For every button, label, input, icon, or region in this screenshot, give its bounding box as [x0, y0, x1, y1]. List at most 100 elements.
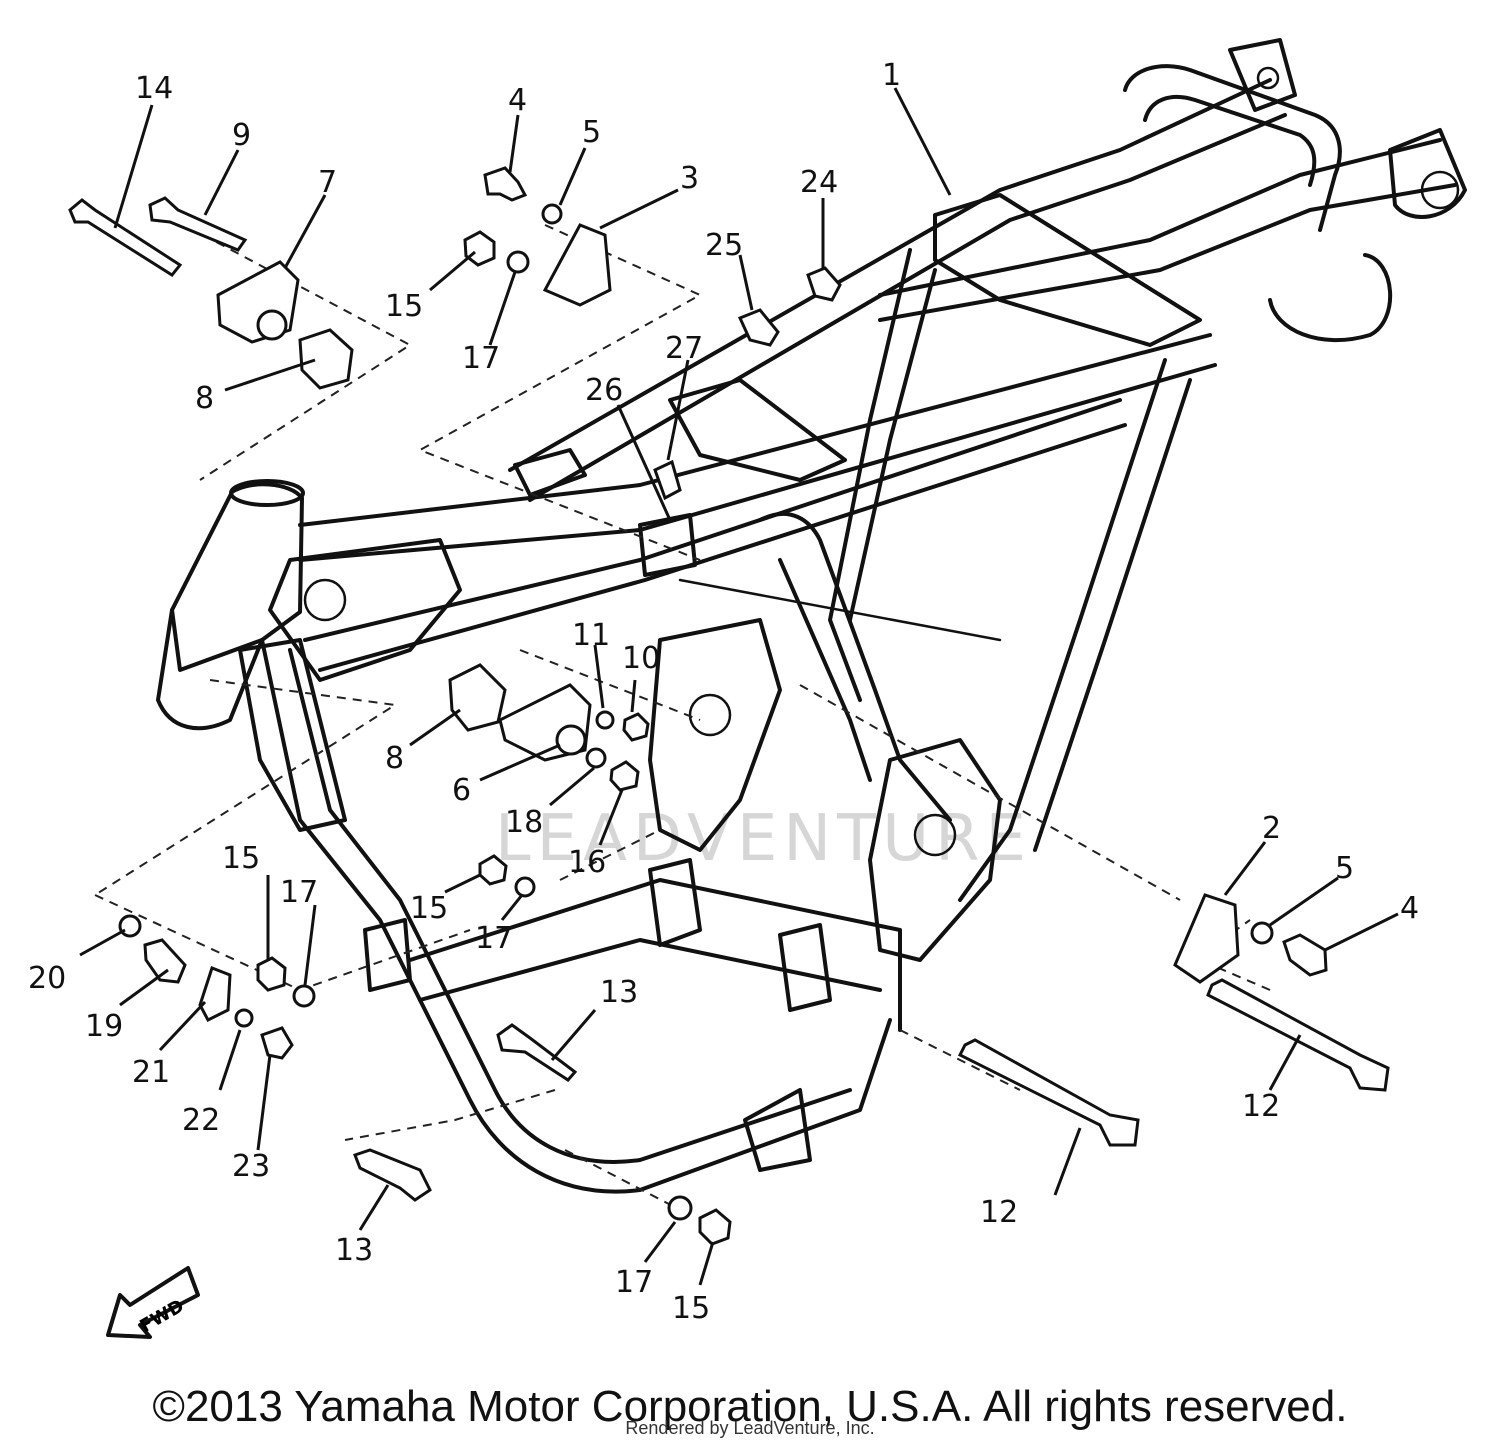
bolt-12-lower [957, 1038, 1140, 1147]
lower-cradle-rail [408, 878, 902, 1032]
callout-15-mid: 15 [410, 891, 448, 926]
shock-mount-left [1228, 38, 1297, 112]
pivot-plate-left [648, 618, 782, 852]
callout-4-right: 4 [1400, 891, 1419, 926]
collar-7 [256, 309, 288, 341]
callout-15-left: 15 [222, 841, 260, 876]
seat-rail-right-inner [878, 183, 1457, 322]
collar-23 [260, 1026, 294, 1060]
callout-14: 14 [135, 71, 173, 106]
front-engine-bracket [268, 538, 462, 682]
top-tube-lower-lower [318, 423, 1127, 672]
clip-27 [653, 459, 682, 501]
rendered-by-text: Rendered by LeadVenture, Inc. [625, 1418, 875, 1438]
down-tube-left [260, 638, 892, 1194]
callout-17-left: 17 [280, 875, 318, 910]
washer-17-bottom [667, 1195, 693, 1221]
washer-17-top [506, 250, 530, 274]
fwd-label: FWD [136, 1295, 187, 1337]
seat-post-tube-inner [1033, 378, 1192, 852]
lower-mount-tab-bottom [743, 1088, 812, 1172]
plate-2 [1173, 893, 1240, 984]
rear-grab-loop [1123, 64, 1342, 232]
clip-25 [737, 308, 780, 347]
bolt-19 [143, 938, 187, 984]
callout-17-top: 17 [462, 341, 500, 376]
washer-18 [585, 747, 607, 769]
bolt-13-mid [496, 1023, 578, 1082]
pivot-plate-left-hole [688, 693, 732, 737]
callout-labels: 1 2 3 4 4 5 5 6 7 8 8 9 10 11 12 12 13 1… [28, 58, 1419, 1326]
callout-22: 22 [182, 1103, 220, 1138]
callout-12-right: 12 [1242, 1089, 1280, 1124]
shock-mount-left-hole [1256, 66, 1280, 90]
down-tube-right-2 [778, 558, 872, 782]
tank-mount-front [513, 448, 587, 497]
down-tube-left-inner [288, 648, 852, 1164]
washer-5-right [1250, 921, 1274, 945]
callout-leaders [79, 87, 1399, 1286]
callout-15-bottom: 15 [672, 1291, 710, 1326]
callout-24: 24 [800, 165, 838, 200]
callout-23: 23 [232, 1149, 270, 1184]
callout-13-mid: 13 [600, 975, 638, 1010]
steering-head-lower [156, 608, 264, 731]
nut-20 [118, 914, 142, 938]
callout-3: 3 [680, 161, 699, 196]
callout-6: 6 [452, 773, 471, 808]
callout-15-top: 15 [385, 289, 423, 324]
callout-27: 27 [665, 331, 703, 366]
clip-24 [806, 266, 842, 302]
washer-17-mid [514, 876, 536, 898]
washer-11 [595, 710, 615, 730]
bolt-4-right [1282, 933, 1328, 977]
callout-11: 11 [572, 618, 610, 653]
steering-head-top [229, 479, 305, 507]
rear-grab-loop-inner [1143, 94, 1317, 187]
top-tube-lower-upper [303, 398, 1122, 642]
seat-rail-right [878, 138, 1442, 297]
tank-mount-rubber [638, 513, 697, 577]
mid-vertical-tube [828, 248, 912, 702]
callout-12-lower: 12 [980, 1195, 1018, 1230]
washer-17-left [292, 984, 316, 1008]
seat-post-tube [958, 358, 1167, 902]
front-engine-bracket-hole [303, 578, 347, 622]
shock-mount-right-hole [1420, 170, 1460, 210]
hardware-parts [68, 166, 1390, 1246]
callout-4-top: 4 [508, 83, 527, 118]
cross-tube [678, 578, 1002, 642]
washer-22 [234, 1008, 254, 1028]
callout-8-top: 8 [195, 381, 214, 416]
washer-5-top [541, 203, 563, 225]
collar-6 [555, 724, 587, 756]
callout-7: 7 [318, 165, 337, 200]
callout-18: 18 [505, 805, 543, 840]
backbone-tube-upper [298, 333, 1212, 527]
gusset-left [238, 638, 347, 832]
rubber-damper-8-mid [448, 663, 507, 732]
callout-17-bottom: 17 [615, 1265, 653, 1300]
lower-mount-tab-front [363, 918, 412, 992]
rear-loop-right [1268, 253, 1392, 343]
callout-8-mid: 8 [385, 741, 404, 776]
callout-1: 1 [882, 58, 901, 93]
nut-10 [622, 712, 650, 742]
callout-2: 2 [1262, 811, 1281, 846]
frame-main [156, 38, 1467, 1194]
nut-15-top [463, 230, 496, 267]
bolt-4-top [483, 166, 528, 202]
battery-bracket [668, 378, 847, 482]
callout-16: 16 [568, 845, 606, 880]
callout-5-top: 5 [582, 115, 601, 150]
bolt-12-right [1206, 978, 1390, 1092]
lower-mount-tab-mid [778, 923, 832, 1012]
callout-21: 21 [132, 1055, 170, 1090]
steering-head [170, 482, 304, 672]
lower-mount-tab-left [648, 858, 702, 947]
bolt-13-lower [353, 1148, 432, 1202]
nut-16 [609, 760, 640, 792]
seat-rail-left-inner [528, 113, 1287, 502]
bracket-21 [198, 966, 232, 1022]
